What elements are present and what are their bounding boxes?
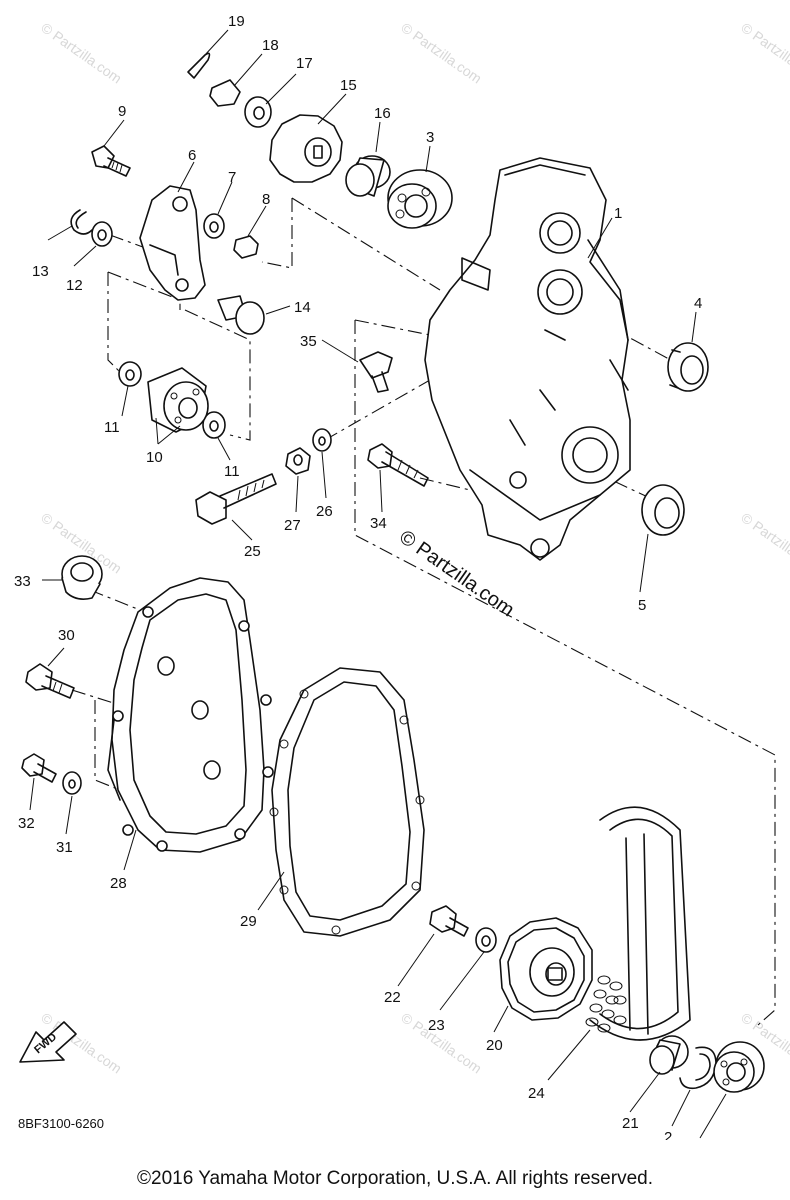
label-7: 7 bbox=[228, 169, 236, 186]
leader-lines bbox=[29, 29, 727, 1139]
label-9: 9 bbox=[118, 103, 126, 120]
label-30: 30 bbox=[58, 627, 75, 644]
diagram-code: 8BF3100-6260 bbox=[18, 1116, 104, 1131]
nut-27 bbox=[285, 447, 311, 475]
breather-nipple-35 bbox=[359, 351, 393, 393]
label-1: 1 bbox=[614, 205, 622, 222]
alignment-lines bbox=[71, 197, 776, 1026]
bolt-22 bbox=[429, 905, 469, 937]
label-23: 23 bbox=[428, 1017, 445, 1034]
label-19: 19 bbox=[228, 13, 245, 30]
washer-31 bbox=[62, 771, 82, 795]
fwd-arrow-icon: FWD bbox=[19, 1021, 77, 1063]
bolt-34 bbox=[367, 443, 429, 487]
label-22: 22 bbox=[384, 989, 401, 1006]
washer-7 bbox=[203, 213, 225, 239]
label-3-bottom: 3 bbox=[694, 1139, 702, 1140]
part-numbers: 1 2 3 3 4 5 6 7 8 9 10 11 11 12 13 14 15… bbox=[14, 13, 702, 1140]
gasket-29 bbox=[269, 667, 425, 937]
circlip-13 bbox=[70, 209, 93, 235]
label-31: 31 bbox=[56, 839, 73, 856]
exploded-parts-diagram: © Partzilla.com © Partzilla.com © Partzi… bbox=[14, 13, 790, 1140]
washer-12 bbox=[91, 221, 113, 247]
mid-fasteners bbox=[195, 428, 429, 525]
label-24: 24 bbox=[528, 1085, 545, 1102]
circlip-2 bbox=[679, 1046, 717, 1090]
label-29: 29 bbox=[240, 913, 257, 930]
washer-23 bbox=[475, 927, 497, 953]
left-fasteners bbox=[21, 555, 103, 795]
washer-11 bbox=[202, 411, 226, 439]
copyright-notice: ©2016 Yamaha Motor Corporation, U.S.A. A… bbox=[137, 1168, 653, 1189]
bushing-8 bbox=[233, 235, 259, 259]
sprocket-20 bbox=[499, 917, 593, 1021]
roller-bearing-10 bbox=[147, 367, 209, 433]
watermark: © Partzilla.com bbox=[738, 509, 790, 576]
label-35: 35 bbox=[300, 333, 317, 350]
partzilla-watermark: © Partzilla.com bbox=[395, 526, 518, 621]
chain-24 bbox=[585, 806, 691, 1041]
label-26: 26 bbox=[316, 503, 333, 520]
label-6: 6 bbox=[188, 147, 196, 164]
label-11-left: 11 bbox=[104, 419, 120, 436]
cotter-pin bbox=[187, 52, 211, 79]
label-33: 33 bbox=[14, 573, 31, 590]
bearing-3-bottom bbox=[713, 1041, 765, 1093]
case-housing bbox=[424, 157, 631, 561]
bearing-3-top bbox=[387, 169, 453, 229]
oil-seal-4 bbox=[667, 342, 709, 392]
label-13: 13 bbox=[32, 263, 49, 280]
label-18: 18 bbox=[262, 37, 279, 54]
label-17: 17 bbox=[296, 55, 313, 72]
chain-links bbox=[585, 975, 627, 1033]
drive-sprocket-assembly bbox=[429, 806, 765, 1093]
label-8: 8 bbox=[262, 191, 270, 208]
watermark: © Partzilla.com bbox=[398, 19, 484, 86]
label-20: 20 bbox=[486, 1037, 503, 1054]
watermark: © Partzilla.com bbox=[738, 19, 790, 86]
label-14: 14 bbox=[294, 299, 311, 316]
bolt-32 bbox=[21, 753, 57, 783]
label-5: 5 bbox=[638, 597, 646, 614]
label-4: 4 bbox=[694, 295, 702, 312]
label-3-top: 3 bbox=[426, 129, 434, 146]
label-15: 15 bbox=[340, 77, 357, 94]
label-27: 27 bbox=[284, 517, 301, 534]
label-12: 12 bbox=[66, 277, 83, 294]
label-16: 16 bbox=[374, 105, 391, 122]
chain-case-cover-28 bbox=[107, 577, 274, 853]
label-25: 25 bbox=[244, 543, 261, 560]
washer-26 bbox=[312, 428, 332, 452]
nut-18 bbox=[209, 79, 241, 107]
bolt-30 bbox=[25, 663, 75, 699]
label-28: 28 bbox=[110, 875, 127, 892]
watermark: © Partzilla.com bbox=[38, 19, 124, 86]
tensioner-assembly bbox=[70, 52, 453, 439]
label-10: 10 bbox=[146, 449, 163, 466]
collar-21 bbox=[649, 1035, 689, 1075]
bolt-25 bbox=[195, 473, 277, 525]
label-2: 2 bbox=[664, 1129, 672, 1140]
label-34: 34 bbox=[370, 515, 387, 532]
oil-seal-33 bbox=[61, 555, 103, 600]
collar-16 bbox=[345, 155, 391, 197]
bolt-9 bbox=[91, 145, 131, 177]
pin-14 bbox=[217, 295, 265, 335]
washer-11 bbox=[118, 361, 142, 387]
tensioner-arm-6 bbox=[139, 185, 206, 301]
label-11-right: 11 bbox=[224, 463, 240, 480]
label-32: 32 bbox=[18, 815, 35, 832]
label-21: 21 bbox=[622, 1115, 639, 1132]
oil-seal-5 bbox=[641, 484, 685, 536]
washer-17 bbox=[244, 96, 272, 128]
